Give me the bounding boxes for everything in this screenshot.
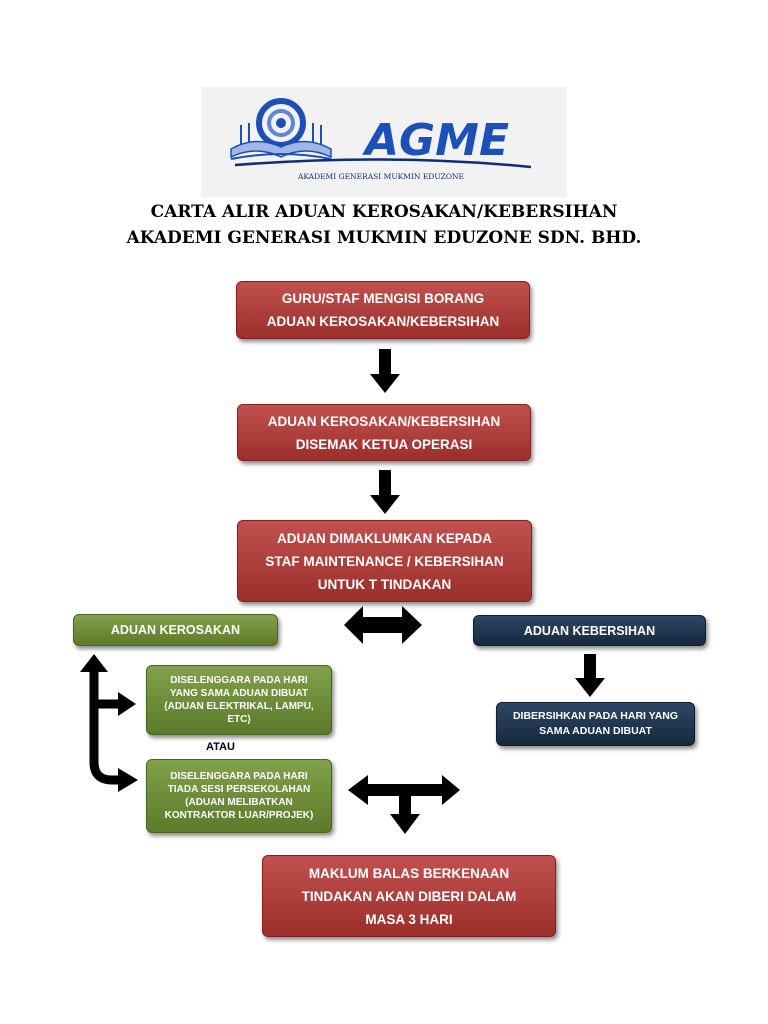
clean-line1: DIBERSIHKAN PADA HARI YANG bbox=[512, 710, 679, 722]
clean-line2: SAMA ADUAN DIBUAT bbox=[539, 725, 652, 737]
step3-line3: UNTUK T TINDAKAN bbox=[317, 576, 452, 592]
feedback-line2: TINDAKAN AKAN DIBERI DALAM bbox=[301, 888, 517, 904]
no-school-line2: TIADA SESI PERSEKOLAHAN bbox=[167, 784, 311, 795]
brand-text: AGME bbox=[362, 115, 509, 166]
same-day-line4: ETC) bbox=[227, 714, 251, 725]
no-school-line3: (ADUAN MELIBATKAN bbox=[185, 797, 293, 808]
down-arrow-kebersihan bbox=[575, 654, 605, 697]
tagline-text: AKADEMI GENERASI MUKMIN EDUZONE bbox=[297, 172, 464, 181]
no-school-box: DISELENGGARA PADA HARI TIADA SESI PERSEK… bbox=[146, 759, 332, 833]
atau-label: ATAU bbox=[206, 741, 235, 753]
step2-line1: ADUAN KEROSAKAN/KEBERSIHAN bbox=[267, 413, 501, 429]
bracket-right-head-1 bbox=[118, 692, 136, 716]
globe-book-icon bbox=[230, 98, 332, 160]
step2-box: ADUAN KEROSAKAN/KEBERSIHAN DISEMAK KETUA… bbox=[237, 404, 531, 461]
bracket-arrow bbox=[89, 670, 122, 785]
same-day-line1: DISELENGGARA PADA HARI bbox=[170, 675, 308, 686]
page-title-line1: CARTA ALIR ADUAN KEROSAKAN/KEBERSIHAN bbox=[150, 202, 618, 222]
agme-logo: AGME AKADEMI GENERASI MUKMIN EDUZONE bbox=[230, 98, 532, 181]
kerosakan-label: ADUAN KEROSAKAN bbox=[110, 623, 241, 637]
same-day-box: DISELENGGARA PADA HARI YANG SAMA ADUAN D… bbox=[146, 665, 332, 735]
same-day-line2: YANG SAMA ADUAN DIBUAT bbox=[169, 688, 309, 699]
t-arrow bbox=[348, 775, 460, 834]
no-school-line1: DISELENGGARA PADA HARI bbox=[170, 771, 308, 782]
step1-line2: ADUAN KEROSAKAN/KEBERSIHAN bbox=[266, 314, 500, 329]
no-school-line4: KONTRAKTOR LUAR/PROJEK) bbox=[164, 810, 314, 821]
feedback-line1: MAKLUM BALAS BERKENAAN bbox=[308, 865, 510, 881]
bracket-up-head bbox=[80, 654, 108, 672]
step1-box: GURU/STAF MENGISI BORANG ADUAN KEROSAKAN… bbox=[236, 281, 530, 339]
feedback-box: MAKLUM BALAS BERKENAAN TINDAKAN AKAN DIB… bbox=[262, 855, 556, 937]
step3-box: ADUAN DIMAKLUMKAN KEPADA STAF MAINTENANC… bbox=[237, 520, 532, 602]
page-title-line2: AKADEMI GENERASI MUKMIN EDUZONE SDN. BHD… bbox=[126, 228, 642, 248]
kebersihan-box: ADUAN KEBERSIHAN bbox=[473, 615, 706, 646]
logo-panel: AGME AKADEMI GENERASI MUKMIN EDUZONE bbox=[201, 87, 567, 197]
same-day-line3: (ADUAN ELEKTRIKAL, LAMPU, bbox=[164, 701, 314, 712]
double-arrow bbox=[344, 606, 422, 644]
down-arrow-2 bbox=[370, 470, 400, 514]
kebersihan-label: ADUAN KEBERSIHAN bbox=[523, 623, 656, 638]
step3-line2: STAF MAINTENANCE / KEBERSIHAN bbox=[265, 553, 504, 569]
clean-box: DIBERSIHKAN PADA HARI YANG SAMA ADUAN DI… bbox=[496, 702, 695, 746]
bracket-right-head-2 bbox=[118, 768, 138, 792]
step1-line1: GURU/STAF MENGISI BORANG bbox=[281, 291, 485, 306]
step3-line1: ADUAN DIMAKLUMKAN KEPADA bbox=[277, 530, 492, 546]
step2-line2: DISEMAK KETUA OPERASI bbox=[295, 436, 473, 452]
down-arrow-1 bbox=[370, 349, 400, 393]
feedback-line3: MASA 3 HARI bbox=[365, 911, 453, 927]
kerosakan-box: ADUAN KEROSAKAN bbox=[73, 614, 278, 646]
